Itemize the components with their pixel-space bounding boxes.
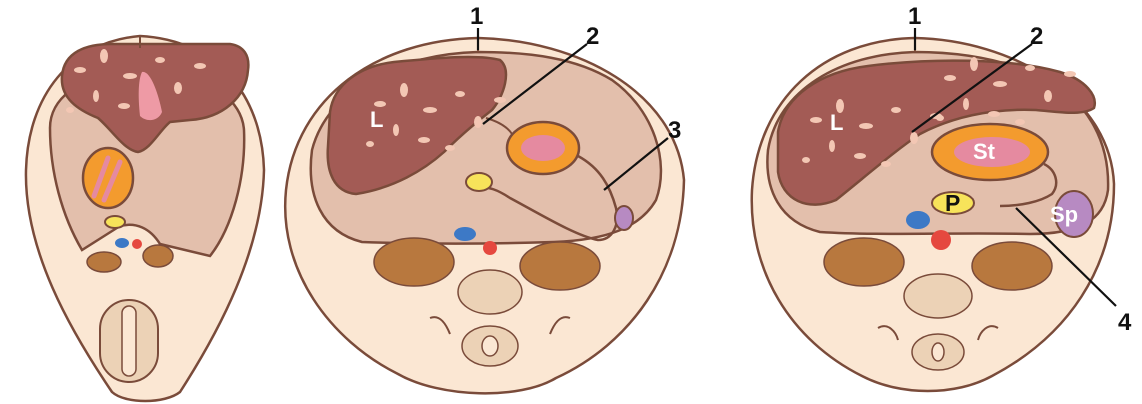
- label-stomach: St: [973, 139, 996, 164]
- spinal-canal: [122, 306, 136, 376]
- label-2: 2: [586, 23, 599, 50]
- spleen: [615, 206, 633, 230]
- right-kidney: [143, 245, 173, 267]
- label-1: 1: [470, 3, 483, 30]
- vein: [906, 211, 930, 229]
- pancreas: [466, 173, 492, 191]
- vein: [454, 227, 476, 241]
- label-4: 4: [1118, 309, 1132, 336]
- stomach-lumen: [521, 135, 565, 161]
- artery: [132, 239, 142, 249]
- pancreas: [105, 216, 125, 228]
- label-liver: L: [830, 110, 843, 135]
- spinal-canal-lumen: [932, 343, 944, 361]
- spinal-canal-lumen: [482, 336, 498, 356]
- left-kidney: [87, 252, 121, 272]
- artery: [483, 241, 497, 255]
- label-2: 2: [1030, 23, 1043, 50]
- right-kidney: [520, 242, 600, 290]
- label-liver: L: [370, 107, 383, 132]
- label-1: 1: [908, 3, 921, 30]
- label-3: 3: [668, 117, 681, 144]
- left-kidney: [824, 238, 904, 286]
- artery: [931, 230, 951, 250]
- vein: [115, 238, 129, 248]
- vertebral-body: [904, 274, 972, 318]
- panel-2: 1 2 3 L: [285, 3, 684, 393]
- panel-3: 1 2 4 L St P Sp: [752, 3, 1132, 391]
- vertebral-body: [458, 270, 522, 314]
- left-kidney: [374, 238, 454, 286]
- label-spleen: Sp: [1050, 202, 1078, 227]
- panel-1: [26, 36, 264, 401]
- right-kidney: [972, 242, 1052, 290]
- label-pancreas: P: [945, 190, 960, 216]
